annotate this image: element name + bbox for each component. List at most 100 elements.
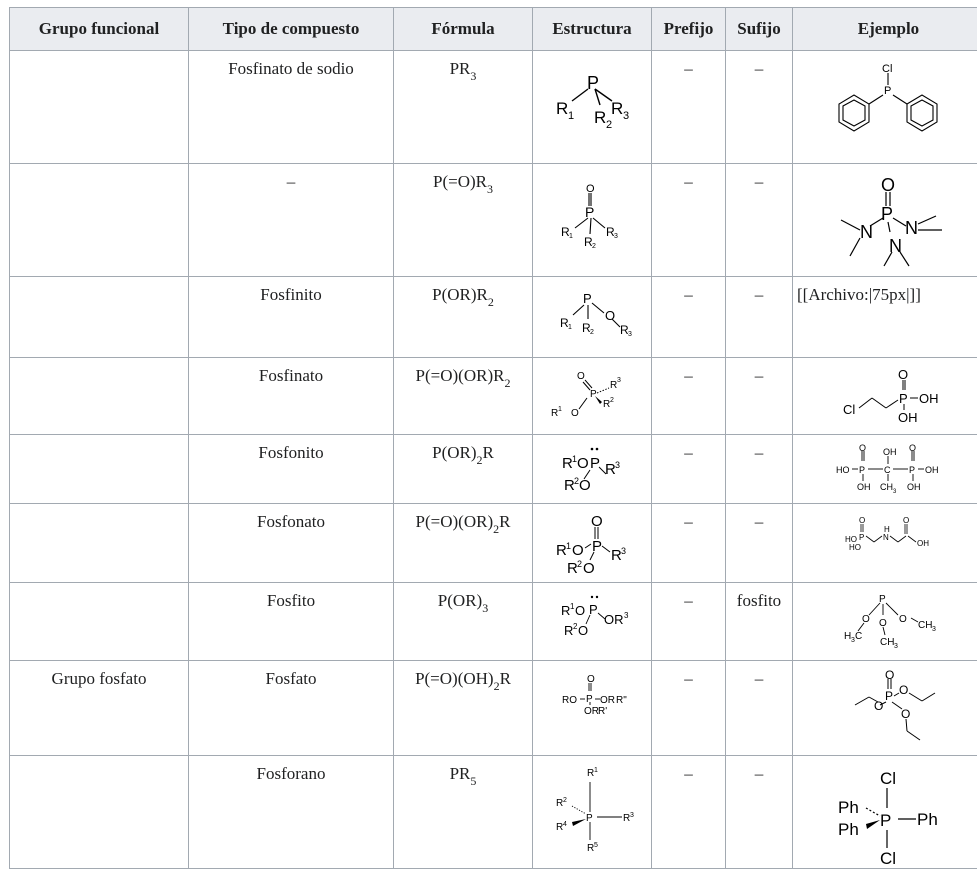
svg-text:4: 4 — [563, 821, 567, 828]
svg-text:3: 3 — [615, 460, 620, 470]
svg-text:HO: HO — [849, 543, 861, 552]
svg-text:O: O — [572, 542, 584, 559]
svg-text:O: O — [899, 614, 907, 625]
svg-text:O: O — [575, 603, 585, 618]
svg-text:R: R — [623, 813, 630, 824]
cell-formula: P(OR)R2 — [393, 276, 533, 358]
svg-text:O: O — [579, 477, 591, 494]
svg-text:R: R — [620, 323, 629, 337]
cell-grupo — [9, 434, 189, 504]
cell-formula: P(=O)(OR)2R — [393, 503, 533, 583]
svg-text:2: 2 — [573, 622, 578, 631]
svg-text:2: 2 — [577, 559, 582, 569]
cell-tipo: Fosfinato — [188, 357, 394, 435]
header-estructura: Estructura — [532, 7, 652, 51]
cell-tipo: Fosfonato — [188, 503, 394, 583]
cell-formula: P(=O)R3 — [393, 163, 533, 277]
cell-formula: P(=O)(OR)R2 — [393, 357, 533, 435]
svg-text:3: 3 — [932, 626, 936, 633]
cell-sufijo: – — [725, 163, 793, 277]
svg-text:R: R — [556, 99, 568, 118]
svg-text:CH: CH — [918, 620, 932, 631]
svg-text:N: N — [889, 236, 902, 256]
formula-text: P(=O)R — [433, 172, 487, 191]
header-prefijo: Prefijo — [651, 7, 726, 51]
formula-text: P(OR)R — [432, 285, 488, 304]
cell-ejemplo: [[Archivo:|75px|]] — [792, 276, 977, 358]
svg-text:OH: OH — [907, 482, 921, 492]
cell-sufijo: fosfito — [725, 582, 793, 661]
formula-subscript: 3 — [482, 601, 489, 615]
svg-text:1: 1 — [572, 454, 577, 464]
svg-text:R: R — [561, 603, 570, 618]
svg-text:O: O — [583, 560, 595, 577]
svg-text:3: 3 — [894, 643, 898, 650]
example-image: Cl P — [838, 63, 938, 132]
header-tipo-compuesto: Tipo de compuesto — [188, 7, 394, 51]
svg-text:P: P — [590, 389, 597, 400]
cell-formula: P(OR)3 — [393, 582, 533, 661]
table-wrapper: Grupo funcional Tipo de compuesto Fórmul… — [9, 7, 977, 869]
svg-text:3: 3 — [893, 489, 897, 495]
svg-text:O: O — [591, 513, 603, 530]
cell-tipo: Fosfinato de sodio — [188, 50, 394, 164]
cell-prefijo: – — [651, 276, 726, 358]
svg-text:O: O — [862, 614, 870, 625]
formula-subscript: 2 — [504, 376, 511, 390]
svg-text:3: 3 — [617, 377, 621, 384]
cell-ejemplo: Cl O P OH OH — [792, 357, 977, 435]
cell-tipo: Fosfito — [188, 582, 394, 661]
svg-text:O: O — [874, 699, 883, 713]
cell-grupo — [9, 50, 189, 164]
svg-text:3: 3 — [623, 110, 629, 122]
cell-ejemplo: O P N N N — [792, 163, 977, 277]
svg-text:R: R — [605, 461, 616, 478]
svg-text:O: O — [885, 669, 894, 682]
svg-text:R: R — [561, 225, 570, 239]
svg-text:2: 2 — [563, 797, 567, 804]
svg-text:1: 1 — [566, 541, 571, 551]
svg-text:2: 2 — [590, 329, 594, 336]
cell-prefijo: – — [651, 755, 726, 869]
header-sufijo: Sufijo — [725, 7, 793, 51]
svg-text:P: P — [583, 291, 592, 306]
cell-sufijo: – — [725, 276, 793, 358]
svg-text:OH: OH — [917, 539, 929, 548]
cell-sufijo: – — [725, 434, 793, 504]
svg-text:R: R — [587, 768, 594, 779]
svg-text:O: O — [586, 183, 595, 195]
cell-formula: PR3 — [393, 50, 533, 164]
cell-prefijo: – — [651, 50, 726, 164]
svg-text:R: R — [603, 399, 610, 410]
svg-text:R: R — [594, 108, 606, 127]
svg-text:CH: CH — [880, 482, 893, 492]
svg-text:P: P — [586, 694, 593, 705]
cell-prefijo: – — [651, 163, 726, 277]
example-image: O P O O O — [854, 669, 935, 741]
formula-text: P(=O)(OR) — [415, 512, 494, 531]
cell-ejemplo: Cl P — [792, 50, 977, 164]
svg-text:3: 3 — [621, 546, 626, 556]
svg-text:1: 1 — [569, 233, 573, 240]
svg-text:P: P — [899, 391, 908, 406]
svg-text:N: N — [905, 218, 918, 238]
header-formula: Fórmula — [393, 7, 533, 51]
svg-text:P: P — [587, 73, 599, 93]
formula-subscript: 5 — [470, 774, 477, 788]
svg-text:R: R — [611, 547, 622, 564]
formula-text: PR — [449, 764, 471, 783]
svg-text:O: O — [898, 367, 908, 382]
svg-text:3: 3 — [851, 637, 855, 644]
svg-text:P: P — [881, 204, 893, 224]
